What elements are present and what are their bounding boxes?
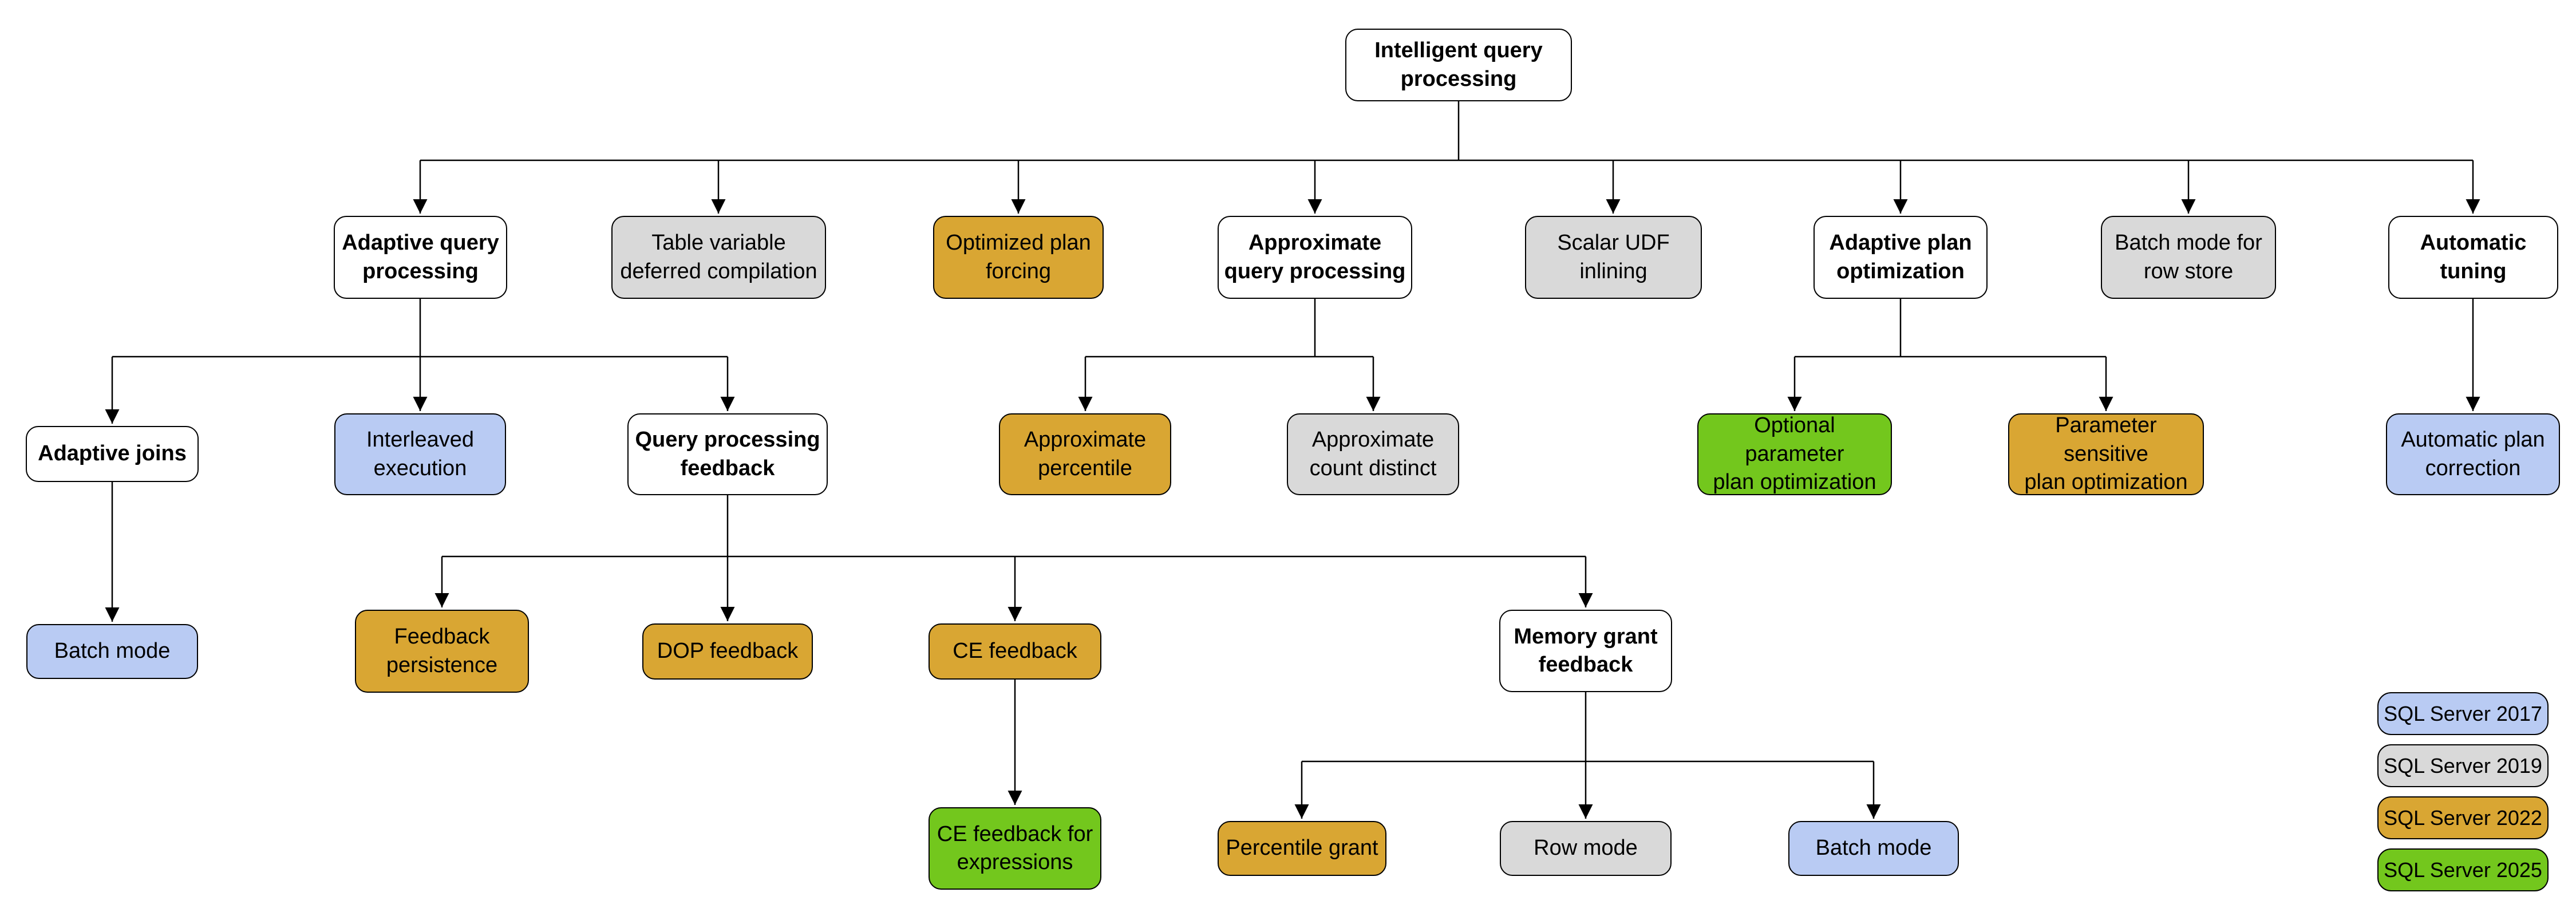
node-label: Approximate query processing bbox=[1224, 231, 1406, 283]
node-label: Approximate count distinct bbox=[1309, 428, 1437, 480]
node-automatic-tuning: Automatic tuning bbox=[2388, 216, 2558, 299]
node-interleaved-execution: Interleaved execution bbox=[334, 413, 506, 495]
node-memory-grant-feedback: Memory grant feedback bbox=[1499, 610, 1672, 692]
node-feedback-persistence: Feedback persistence bbox=[355, 610, 529, 693]
node-label: Optional parameter plan optimization bbox=[1713, 413, 1876, 495]
node-label: CE feedback for expressions bbox=[937, 822, 1093, 874]
node-adaptive-query-processing: Adaptive query processing bbox=[334, 216, 507, 299]
node-label: Percentile grant bbox=[1226, 836, 1378, 860]
node-automatic-plan-correction: Automatic plan correction bbox=[2386, 413, 2560, 495]
legend-label: SQL Server 2019 bbox=[2384, 753, 2542, 777]
node-approximate-query-processing: Approximate query processing bbox=[1218, 216, 1412, 299]
node-table-variable-deferred-compilation: Table variable deferred compilation bbox=[611, 216, 826, 299]
legend-item-sql-server-2025: SQL Server 2025 bbox=[2377, 848, 2549, 891]
node-optional-parameter-plan-optimization: Optional parameter plan optimization bbox=[1697, 413, 1892, 495]
legend-label: SQL Server 2017 bbox=[2384, 701, 2542, 725]
node-approximate-percentile: Approximate percentile bbox=[999, 413, 1171, 495]
node-ce-feedback-for-expressions: CE feedback for expressions bbox=[929, 807, 1101, 890]
node-percentile-grant: Percentile grant bbox=[1218, 821, 1386, 876]
node-label: Table variable deferred compilation bbox=[620, 231, 817, 283]
node-batch-mode-adaptive: Batch mode bbox=[26, 624, 198, 679]
node-label: Scalar UDF inlining bbox=[1557, 231, 1670, 283]
node-scalar-udf-inlining: Scalar UDF inlining bbox=[1525, 216, 1702, 299]
node-label: Row mode bbox=[1534, 836, 1638, 860]
node-label: Automatic tuning bbox=[2420, 231, 2527, 283]
legend-item-sql-server-2022: SQL Server 2022 bbox=[2377, 796, 2549, 839]
node-label: Parameter sensitive plan optimization bbox=[2024, 413, 2188, 495]
node-adaptive-plan-optimization: Adaptive plan optimization bbox=[1814, 216, 1988, 299]
node-label: Interleaved execution bbox=[366, 428, 474, 480]
node-approximate-count-distinct: Approximate count distinct bbox=[1287, 413, 1459, 495]
node-label: Approximate percentile bbox=[1024, 428, 1147, 480]
legend-item-sql-server-2017: SQL Server 2017 bbox=[2377, 692, 2549, 735]
node-intelligent-query-processing: Intelligent query processing bbox=[1345, 29, 1572, 101]
node-dop-feedback: DOP feedback bbox=[642, 623, 813, 680]
node-label: CE feedback bbox=[953, 639, 1077, 664]
legend-item-sql-server-2019: SQL Server 2019 bbox=[2377, 744, 2549, 787]
node-label: Batch mode for row store bbox=[2115, 231, 2262, 283]
node-batch-mode-memory-grant: Batch mode bbox=[1788, 821, 1959, 876]
node-label: Batch mode bbox=[54, 639, 171, 664]
node-label: Memory grant feedback bbox=[1514, 624, 1658, 677]
node-batch-mode-for-row-store: Batch mode for row store bbox=[2101, 216, 2276, 299]
node-adaptive-joins: Adaptive joins bbox=[26, 426, 199, 482]
node-parameter-sensitive-plan-optimization: Parameter sensitive plan optimization bbox=[2008, 413, 2204, 495]
node-label: Intelligent query processing bbox=[1374, 38, 1543, 91]
node-row-mode: Row mode bbox=[1500, 821, 1672, 876]
node-label: Batch mode bbox=[1815, 836, 1932, 860]
node-query-processing-feedback: Query processing feedback bbox=[627, 413, 828, 495]
node-label: Query processing feedback bbox=[635, 428, 820, 480]
node-ce-feedback: CE feedback bbox=[929, 623, 1101, 680]
node-label: Adaptive plan optimization bbox=[1829, 231, 1972, 283]
node-label: Adaptive query processing bbox=[342, 231, 499, 283]
node-label: Optimized plan forcing bbox=[946, 231, 1091, 283]
node-label: Automatic plan correction bbox=[2401, 428, 2545, 480]
node-optimized-plan-forcing: Optimized plan forcing bbox=[933, 216, 1104, 299]
node-label: Feedback persistence bbox=[386, 625, 498, 677]
legend-label: SQL Server 2022 bbox=[2384, 806, 2542, 830]
node-label: DOP feedback bbox=[657, 639, 799, 664]
node-label: Adaptive joins bbox=[38, 441, 187, 466]
legend-label: SQL Server 2025 bbox=[2384, 858, 2542, 882]
